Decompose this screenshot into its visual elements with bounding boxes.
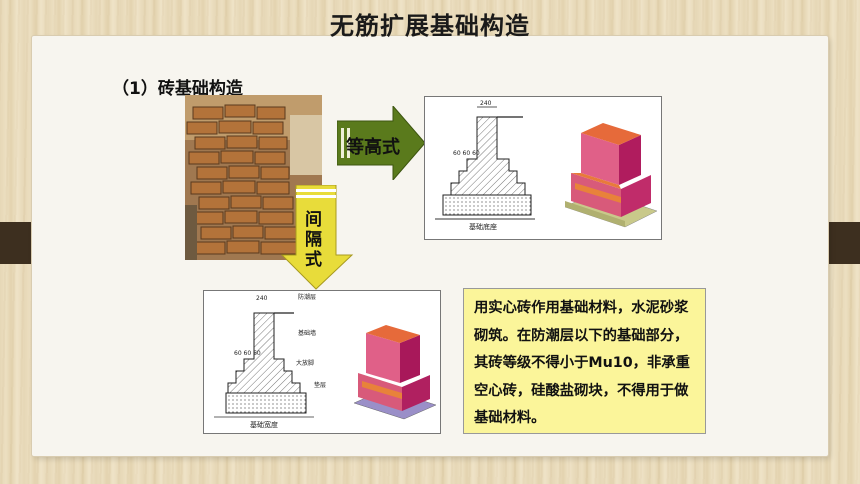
section-subtitle: （1）砖基础构造 (112, 79, 243, 99)
diagram-top-steps-label: 60 60 60 (453, 150, 480, 157)
diagram-top-dim-label: 240 (480, 100, 492, 107)
brick-foundation-photo (185, 95, 322, 260)
diagram-bottom-dim-label: 240 (256, 295, 268, 302)
info-textbox: 用实心砖作用基础材料，水泥砂浆砌筑。在防潮层以下的基础部分，其砖等级不得小于Mu… (463, 288, 706, 434)
diagram-bottom-base-label: 基础宽度 (250, 420, 278, 429)
diagram-bottom-steps-label: 60 60 60 (234, 350, 261, 357)
label-footing: 大放脚 (296, 359, 314, 367)
arrow-down (280, 185, 354, 290)
arrow-right (337, 106, 426, 180)
diagram-equal-height: 240 60 60 60 基础底座 (424, 96, 662, 240)
label-damp-proof: 防潮层 (298, 293, 316, 301)
diagram-top-base-label: 基础底座 (469, 222, 497, 231)
arrow-down-label: 间隔式 (305, 210, 322, 270)
arrow-right-label: 等高式 (346, 137, 400, 158)
diagram-interval: 240 60 60 60 防潮层 基础墙 大放脚 垫层 基础宽度 (203, 290, 441, 434)
page-title: 无筋扩展基础构造 (330, 12, 530, 40)
label-foundation-wall: 基础墙 (298, 329, 316, 337)
label-cushion: 垫层 (314, 381, 326, 389)
